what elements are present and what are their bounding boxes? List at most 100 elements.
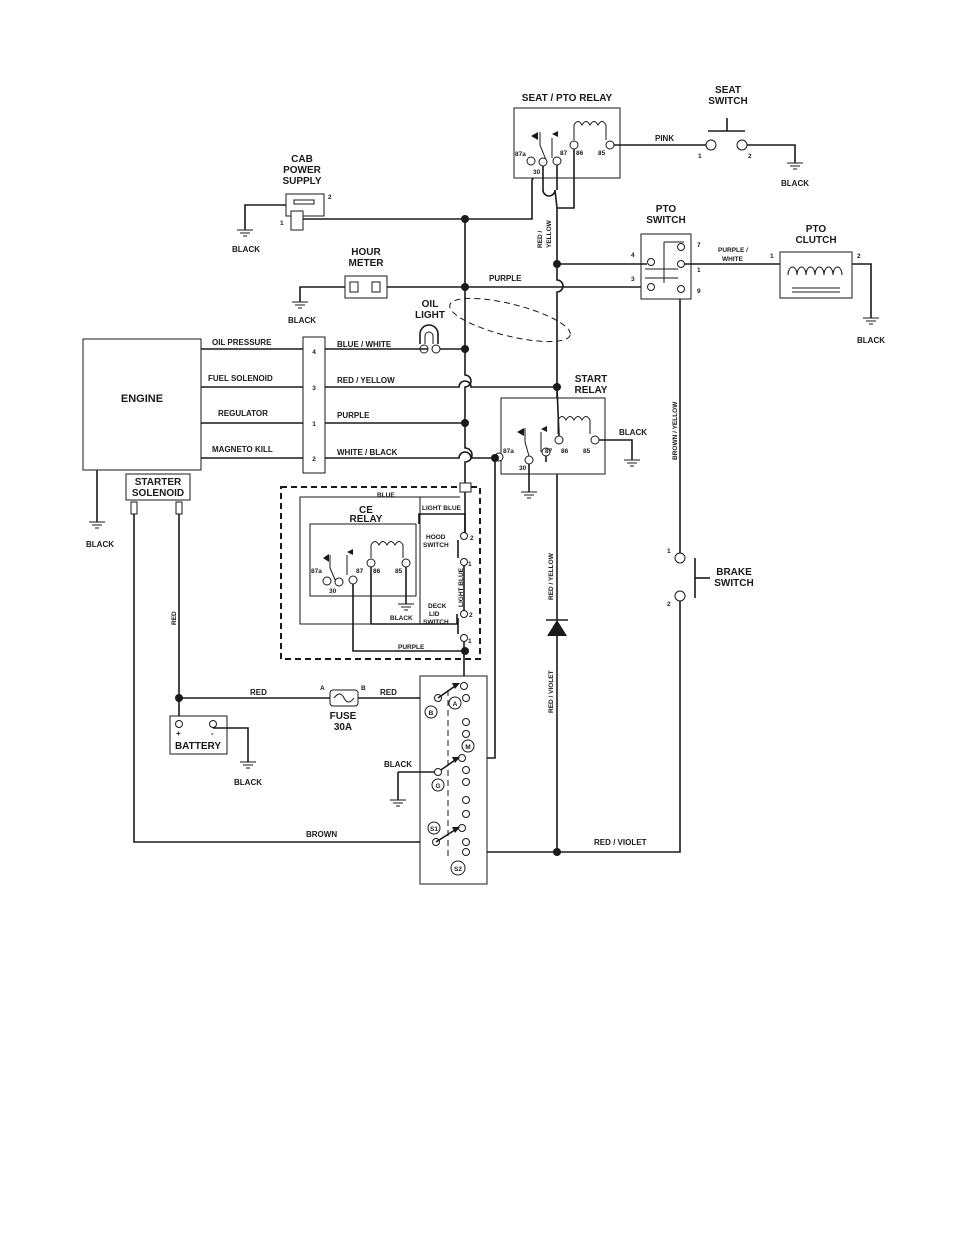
svg-text:LIGHT: LIGHT — [415, 310, 445, 321]
svg-text:B: B — [429, 710, 434, 717]
svg-text:BLACK: BLACK — [232, 245, 260, 254]
svg-text:BLACK: BLACK — [781, 179, 809, 188]
svg-text:SEAT: SEAT — [715, 85, 741, 96]
start-relay: START RELAY 87a 30 87 86 85 BLACK — [465, 374, 647, 759]
ce-relay-assembly: BLUE CE RELAY 87a 30 87 86 85 LIGHT BLUE… — [280, 482, 481, 686]
svg-text:BLACK: BLACK — [619, 428, 647, 437]
engine: ENGINE STARTER SOLENOID OIL PRESSURE FUE… — [82, 338, 303, 522]
svg-text:+: + — [176, 729, 181, 738]
battery-circuit: RED RED A B FUSE 30A RED + - BATTERY BRO… — [133, 514, 434, 843]
hour-meter: HOUR METER — [299, 247, 648, 302]
svg-text:RELAY: RELAY — [350, 514, 383, 525]
svg-text:RED / VIOLET: RED / VIOLET — [548, 670, 555, 713]
svg-text:87a: 87a — [503, 448, 514, 455]
svg-text:LID: LID — [429, 611, 440, 618]
svg-text:SEAT / PTO RELAY: SEAT / PTO RELAY — [522, 93, 613, 104]
svg-text:2: 2 — [857, 253, 861, 260]
svg-text:RED /: RED / — [537, 230, 544, 248]
junction-dots — [175, 215, 561, 856]
seat-switch: SEAT SWITCH 1 2 — [698, 85, 796, 163]
svg-text:OIL PRESSURE: OIL PRESSURE — [212, 338, 272, 347]
main-bus-wires — [464, 208, 681, 853]
brake-switch: BROWN / YELLOW 1 2 BRAKE SWITCH — [667, 401, 754, 608]
svg-text:4: 4 — [312, 349, 316, 356]
svg-text:PTO: PTO — [806, 224, 827, 235]
svg-text:POWER: POWER — [283, 165, 322, 176]
svg-text:-: - — [211, 729, 214, 738]
engine-connector: 4 3 1 2 BLUE / WHITE RED / YELLOW PURPLE… — [302, 336, 557, 474]
svg-text:FUSE: FUSE — [330, 711, 357, 722]
svg-text:PURPLE: PURPLE — [398, 644, 425, 651]
svg-text:BROWN: BROWN — [306, 830, 337, 839]
svg-text:BATTERY: BATTERY — [175, 741, 221, 752]
svg-text:1: 1 — [697, 267, 701, 274]
pto-switch: PTO SWITCH 4 7 1 3 9 PURPLE PURPLE / WHI… — [489, 204, 780, 300]
svg-text:RED / YELLOW: RED / YELLOW — [548, 552, 555, 600]
svg-text:BLACK: BLACK — [288, 316, 316, 325]
svg-text:B: B — [361, 685, 366, 692]
cab-power-supply: CAB POWER SUPPLY 2 1 — [244, 154, 541, 231]
svg-text:2: 2 — [312, 456, 316, 463]
svg-text:A: A — [320, 685, 325, 692]
svg-text:85: 85 — [395, 568, 403, 575]
svg-text:LIGHT BLUE: LIGHT BLUE — [458, 567, 465, 607]
svg-text:87: 87 — [545, 448, 553, 455]
svg-text:86: 86 — [576, 150, 584, 157]
svg-text:S2: S2 — [454, 866, 462, 873]
svg-text:87: 87 — [560, 150, 568, 157]
svg-text:30: 30 — [329, 588, 337, 595]
svg-text:3: 3 — [312, 385, 316, 392]
svg-text:87a: 87a — [515, 151, 526, 158]
svg-text:PINK: PINK — [655, 134, 674, 143]
svg-text:1: 1 — [698, 153, 702, 160]
svg-text:85: 85 — [598, 150, 606, 157]
svg-text:M: M — [465, 744, 470, 751]
diode: RED / YELLOW RED / VIOLET RED / VIOLET — [546, 552, 647, 847]
svg-text:CE: CE — [359, 505, 373, 516]
seat-pto-relay: SEAT / PTO RELAY 87a 30 87 86 85 PINK RE… — [513, 93, 707, 248]
svg-text:RED / VIOLET: RED / VIOLET — [594, 838, 647, 847]
svg-text:86: 86 — [561, 448, 569, 455]
svg-text:ENGINE: ENGINE — [121, 393, 163, 405]
svg-text:BLACK: BLACK — [384, 760, 412, 769]
svg-text:30: 30 — [533, 169, 541, 176]
svg-text:MAGNETO KILL: MAGNETO KILL — [212, 445, 273, 454]
svg-text:BLACK: BLACK — [234, 778, 262, 787]
svg-text:7: 7 — [697, 242, 701, 249]
svg-text:HOUR: HOUR — [351, 247, 381, 258]
svg-text:FUEL SOLENOID: FUEL SOLENOID — [208, 374, 273, 383]
svg-text:1: 1 — [468, 561, 472, 568]
svg-text:1: 1 — [667, 548, 671, 555]
svg-text:A: A — [453, 701, 458, 708]
svg-text:87a: 87a — [311, 568, 322, 575]
svg-text:1: 1 — [770, 253, 774, 260]
svg-text:85: 85 — [583, 448, 591, 455]
svg-text:BLACK: BLACK — [86, 540, 114, 549]
svg-text:WHITE: WHITE — [722, 256, 744, 263]
svg-text:2: 2 — [469, 612, 473, 619]
svg-text:2: 2 — [328, 194, 332, 201]
svg-text:RED: RED — [250, 688, 267, 697]
ignition-switch: A B M BLACK G S1 S2 — [384, 675, 488, 885]
pto-clutch: PTO CLUTCH 1 2 — [770, 224, 872, 318]
svg-text:SWITCH: SWITCH — [423, 542, 449, 549]
svg-text:87: 87 — [356, 568, 364, 575]
svg-text:OIL: OIL — [422, 299, 439, 310]
svg-text:STARTER: STARTER — [135, 477, 182, 488]
svg-text:1: 1 — [312, 421, 316, 428]
svg-text:1: 1 — [280, 220, 284, 227]
svg-text:DECK: DECK — [428, 603, 447, 610]
svg-text:SWITCH: SWITCH — [714, 578, 753, 589]
svg-text:86: 86 — [373, 568, 381, 575]
svg-text:START: START — [575, 374, 608, 385]
svg-text:BLUE / WHITE: BLUE / WHITE — [337, 340, 392, 349]
oil-light: OIL LIGHT — [415, 297, 571, 354]
svg-text:S1: S1 — [430, 826, 438, 833]
svg-text:RED: RED — [380, 688, 397, 697]
svg-text:YELLOW: YELLOW — [546, 219, 553, 248]
svg-text:LIGHT BLUE: LIGHT BLUE — [422, 505, 462, 512]
svg-text:PURPLE /: PURPLE / — [718, 247, 748, 254]
svg-text:3: 3 — [631, 276, 635, 283]
svg-text:PURPLE: PURPLE — [337, 411, 370, 420]
